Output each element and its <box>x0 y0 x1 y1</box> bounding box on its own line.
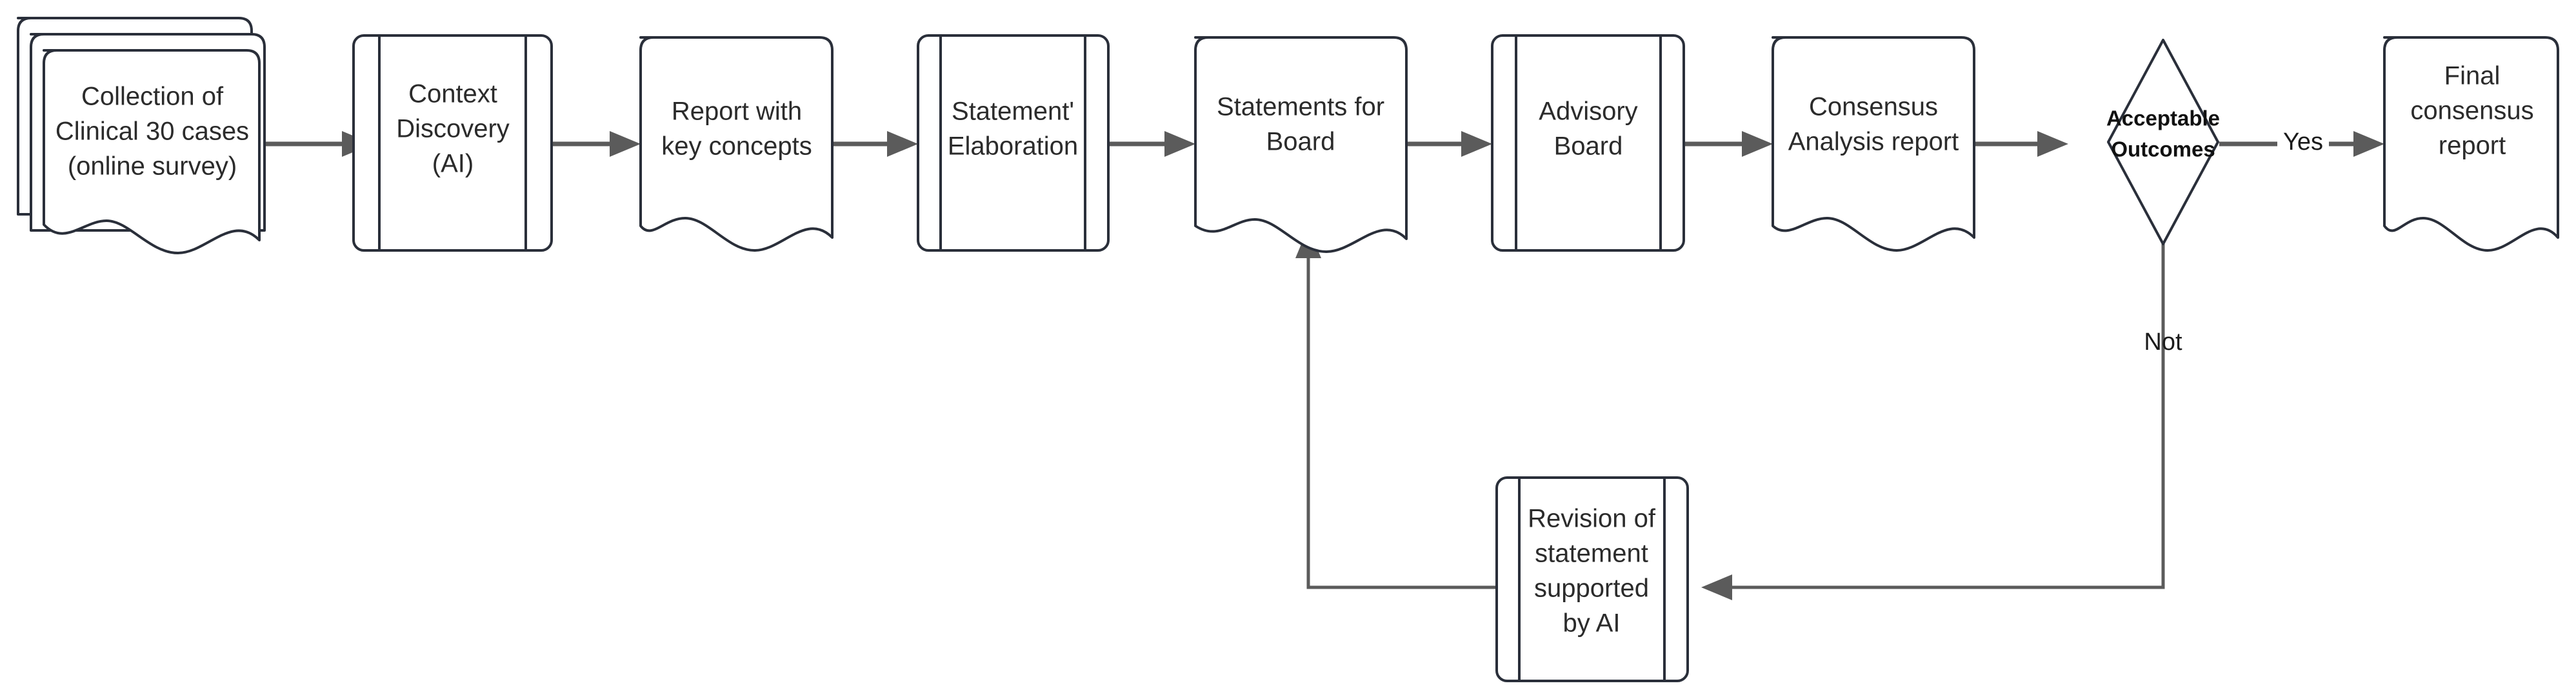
edge-label-yes: Yes <box>2283 128 2323 156</box>
node-label-line: supported <box>1534 574 1649 603</box>
node-label-line: Board <box>1554 132 1623 161</box>
edge-consensus-to-decision <box>1974 131 2068 157</box>
node-consensus-analysis-report[interactable]: Consensus Analysis report <box>1772 36 1975 252</box>
node-collection-of-clinical-cases[interactable]: Collection of Clinical 30 cases (online … <box>17 17 266 254</box>
node-label-line: report <box>2439 132 2506 160</box>
node-revision-of-statement[interactable]: Revision of statement supported by AI <box>1495 476 1689 682</box>
node-report-with-key-concepts[interactable]: Report with key concepts <box>639 36 834 252</box>
node-label-line: statement <box>1535 540 1648 568</box>
node-statement-elaboration[interactable]: Statement' Elaboration <box>917 34 1110 252</box>
edge-context-to-report <box>552 131 641 157</box>
node-advisory-board[interactable]: Advisory Board <box>1491 34 1685 252</box>
node-label-line: Outcomes <box>2111 137 2215 161</box>
node-label-line: Report with <box>672 97 802 126</box>
node-label-line: Acceptable <box>2106 106 2220 130</box>
node-label-line: by AI <box>1563 609 1621 638</box>
node-label-line: Context <box>408 80 497 108</box>
node-context-discovery[interactable]: Context Discovery (AI) <box>352 34 553 252</box>
node-label-line: Revision of <box>1528 505 1656 533</box>
node-label-line: consensus <box>2410 97 2533 125</box>
node-label-line: Consensus <box>1809 93 1938 121</box>
edge-decision-yes-to-final <box>2219 131 2384 157</box>
node-label-line: key concepts <box>661 132 812 161</box>
edge-decision-not-to-revision <box>1701 202 2165 600</box>
edge-statements-board-to-advisory <box>1406 131 1492 157</box>
node-label-line: Analysis report <box>1788 128 1959 156</box>
node-statements-for-board[interactable]: Statements for Board <box>1194 36 1408 253</box>
node-label-line: (online survey) <box>68 152 237 181</box>
node-label-line: Advisory <box>1539 97 1637 126</box>
node-label-line: Elaboration <box>948 132 1078 161</box>
node-acceptable-outcomes-decision[interactable]: Acceptable Outcomes <box>2106 39 2220 245</box>
node-label-line: (AI) <box>432 150 474 178</box>
node-label-line: Final <box>2444 62 2501 90</box>
node-label-line: Statement' <box>952 97 1074 126</box>
node-label-line: Clinical 30 cases <box>55 117 249 146</box>
node-label-line: Board <box>1266 128 1335 156</box>
node-final-consensus-report[interactable]: Final consensus report <box>2383 36 2559 252</box>
edge-revision-to-statements-board <box>1295 227 1497 589</box>
node-label-line: Statements for <box>1217 93 1384 121</box>
node-label-line: Discovery <box>396 115 510 143</box>
node-label-line: Collection of <box>81 83 224 111</box>
edge-advisory-to-consensus <box>1684 131 1773 157</box>
edge-report-to-statement-elaboration <box>832 131 918 157</box>
edge-statement-elaboration-to-statements-board <box>1108 131 1195 157</box>
edge-label-not: Not <box>2144 329 2182 356</box>
